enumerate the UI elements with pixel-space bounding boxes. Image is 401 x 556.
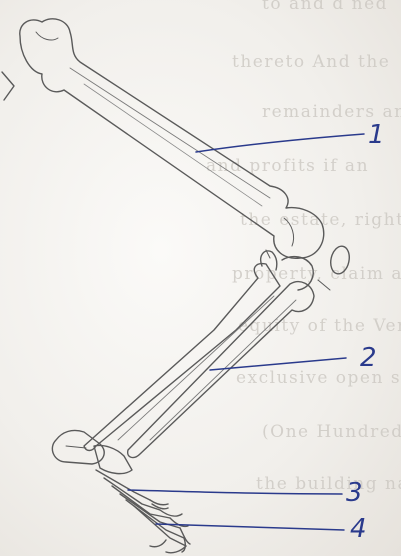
leader-line-1 — [196, 134, 364, 152]
label-3: 3 — [346, 480, 363, 506]
patella-bone — [328, 244, 351, 275]
ankle-bones — [52, 430, 132, 473]
tibia-fibula-bones — [84, 264, 314, 458]
foot-bones — [96, 470, 186, 546]
label-2: 2 — [360, 345, 377, 371]
label-1: 1 — [368, 122, 385, 148]
knee-joint — [261, 250, 330, 290]
leader-line-2 — [210, 358, 346, 370]
leader-line-3 — [128, 490, 342, 494]
femur-bone — [20, 19, 324, 258]
leader-lines — [128, 134, 364, 530]
bracket-mark — [2, 72, 14, 100]
label-4: 4 — [350, 516, 367, 542]
